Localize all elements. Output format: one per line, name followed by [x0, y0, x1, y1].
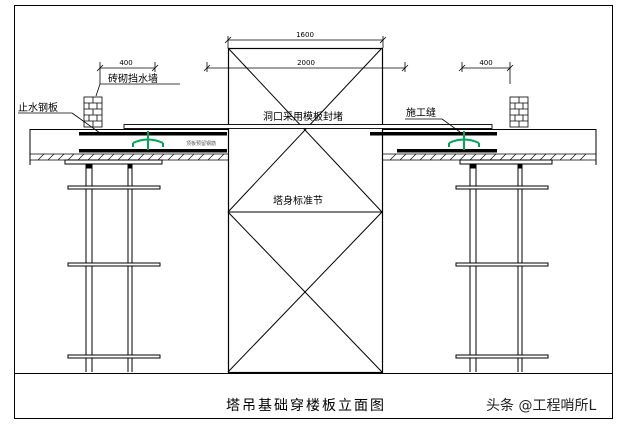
waterstop-plate-label: 止水钢板: [18, 101, 58, 114]
floor-slab-top: [29, 129, 597, 165]
waterstop-plates: [79, 132, 497, 153]
opening-seal-label: 洞口采用模板封堵: [263, 110, 343, 123]
drawing-title: 塔吊基础穿楼板立面图: [226, 397, 386, 414]
floor-slab-right: [382, 153, 596, 161]
waterstop-symbol-left: [132, 131, 164, 150]
dimension-400-right: [458, 62, 514, 84]
dimension-2000: [203, 62, 409, 72]
dimension-400-left-label: 400: [119, 59, 132, 67]
tower-mast: [227, 47, 384, 374]
construction-joint-label: 施工缝: [406, 106, 436, 119]
waterstop-symbol-right: [448, 131, 480, 150]
watermark: 头条 @工程哨所L: [486, 397, 596, 414]
scaffold-right: [455, 163, 549, 372]
floor-slab-left: [30, 153, 228, 161]
dimension-400-right-label: 400: [479, 59, 492, 67]
dimension-1600: [224, 36, 387, 48]
scaffold-left: [67, 163, 161, 372]
dimension-400-left: [96, 62, 159, 84]
rebar-note: 顶板预留钢筋: [186, 140, 216, 147]
opening-formwork-seal: [123, 124, 493, 129]
dimension-2000-label: 2000: [297, 59, 315, 67]
tower-section-label: 塔身标准节: [273, 194, 323, 207]
leader-lines: [18, 83, 461, 134]
brick-wall-right: [509, 96, 529, 128]
brick-wall-left: [83, 96, 103, 128]
brick-wall-label: 砖砌挡水墙: [108, 72, 158, 85]
slab-support-beams: [64, 159, 553, 165]
sheet-border: [14, 5, 613, 419]
dimension-1600-label: 1600: [296, 31, 314, 39]
